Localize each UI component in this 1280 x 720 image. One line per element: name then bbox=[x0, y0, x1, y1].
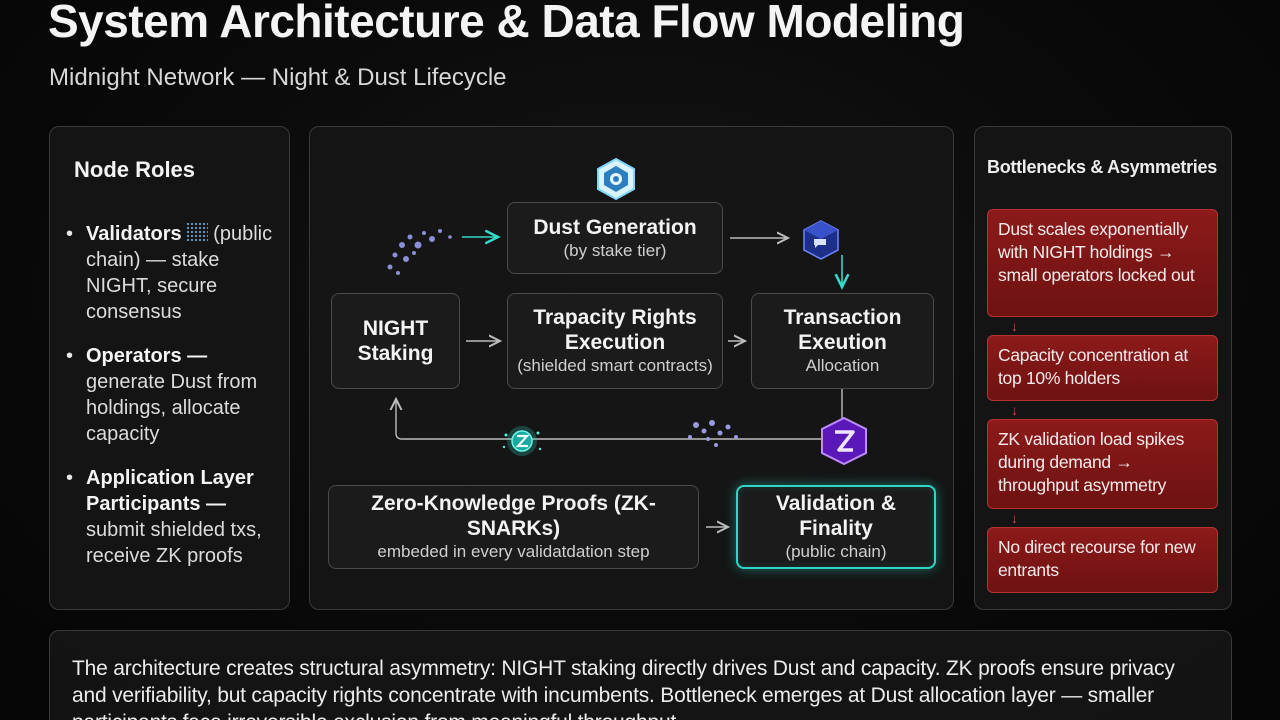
zk-violet-icon bbox=[821, 416, 867, 466]
transaction-line1: Transaction bbox=[783, 306, 902, 329]
zk-proofs-sub: embeded in every validatdation step bbox=[377, 542, 650, 561]
role-operators: • Operators — generate Dust from holding… bbox=[64, 343, 286, 447]
bullet-icon: • bbox=[66, 345, 74, 367]
zk-cyan-icon bbox=[502, 426, 542, 456]
trapacity-line1: Trapacity Rights bbox=[533, 306, 697, 329]
grid-icon bbox=[185, 222, 208, 242]
hexagon-gem-icon bbox=[597, 157, 635, 201]
down-arrow-icon: ↓ bbox=[1011, 402, 1018, 418]
dust-generation-sub: (by stake tier) bbox=[563, 240, 667, 260]
role-description: generate Dust from holdings, allocate ca… bbox=[86, 371, 258, 445]
particle-cluster-bottom bbox=[688, 420, 738, 447]
summary-text: The architecture creates structural asym… bbox=[72, 657, 1175, 720]
bottleneck-item: Capacity concentration at top 10% holder… bbox=[987, 335, 1218, 401]
role-description: submit shielded txs, receive ZK proofs bbox=[86, 519, 262, 567]
trapacity-line2: Execution bbox=[564, 331, 666, 354]
down-arrow-icon: ↓ bbox=[1011, 510, 1018, 526]
cube-icon bbox=[803, 220, 839, 260]
night-staking-line2: Staking bbox=[357, 342, 434, 365]
transaction-line2: Exeution bbox=[798, 331, 887, 354]
page-subtitle: Midnight Network — Night & Dust Lifecycl… bbox=[49, 64, 507, 91]
page-title: System Architecture & Data Flow Modeling bbox=[48, 0, 965, 47]
bottlenecks-panel: Bottlenecks & Asymmetries Dust scales ex… bbox=[974, 126, 1232, 610]
trapacity-rights-box: Trapacity Rights Execution (shielded sma… bbox=[507, 293, 723, 389]
flow-diagram-panel: Dust Generation (by stake tier) NIGHT St… bbox=[309, 126, 954, 610]
validation-sub: (public chain) bbox=[785, 542, 887, 561]
summary-panel: The architecture creates structural asym… bbox=[49, 630, 1232, 720]
dust-generation-title: Dust Generation bbox=[533, 215, 697, 239]
night-staking-line1: NIGHT bbox=[362, 317, 429, 340]
validation-finality-box: Validation & Finality (public chain) bbox=[736, 485, 936, 569]
transaction-box: Transaction Exeution Allocation bbox=[751, 293, 934, 389]
node-roles-heading: Node Roles bbox=[74, 157, 196, 182]
dust-generation-box: Dust Generation (by stake tier) bbox=[507, 202, 723, 274]
bottleneck-item: Dust scales exponentially with NIGHT hol… bbox=[987, 209, 1218, 317]
role-description: (public chain) — stake NIGHT, secure con… bbox=[86, 223, 273, 323]
role-name: Validators bbox=[86, 223, 182, 245]
zk-proofs-title: Zero-Knowledge Proofs (ZK-SNARKs) bbox=[371, 492, 656, 540]
bottleneck-item: No direct recourse for new entrants bbox=[987, 527, 1218, 593]
node-roles-panel: Node Roles • Validators (public chain) —… bbox=[49, 126, 290, 610]
bottlenecks-heading: Bottlenecks & Asymmetries bbox=[987, 157, 1217, 177]
bottleneck-item: ZK validation load spikes during demand … bbox=[987, 419, 1218, 509]
particle-cluster-left bbox=[387, 229, 452, 275]
bullet-icon: • bbox=[66, 467, 74, 489]
night-staking-box: NIGHT Staking bbox=[331, 293, 460, 389]
zk-proofs-box: Zero-Knowledge Proofs (ZK-SNARKs) embede… bbox=[328, 485, 699, 569]
validation-title: Validation & Finality bbox=[775, 492, 897, 540]
node-roles-list: • Validators (public chain) — stake NIGH… bbox=[64, 221, 286, 587]
down-arrow-icon: ↓ bbox=[1011, 318, 1018, 334]
trapacity-sub: (shielded smart contracts) bbox=[517, 356, 713, 375]
transaction-sub: Allocation bbox=[805, 356, 880, 375]
role-validators: • Validators (public chain) — stake NIGH… bbox=[64, 221, 286, 325]
role-name: Operators — bbox=[86, 345, 208, 367]
arrow-feedback-loop bbox=[396, 399, 840, 440]
role-application-layer: • Application Layer Participants — submi… bbox=[64, 465, 286, 569]
role-name: Application Layer Participants — bbox=[86, 467, 254, 515]
bullet-icon: • bbox=[66, 223, 74, 245]
